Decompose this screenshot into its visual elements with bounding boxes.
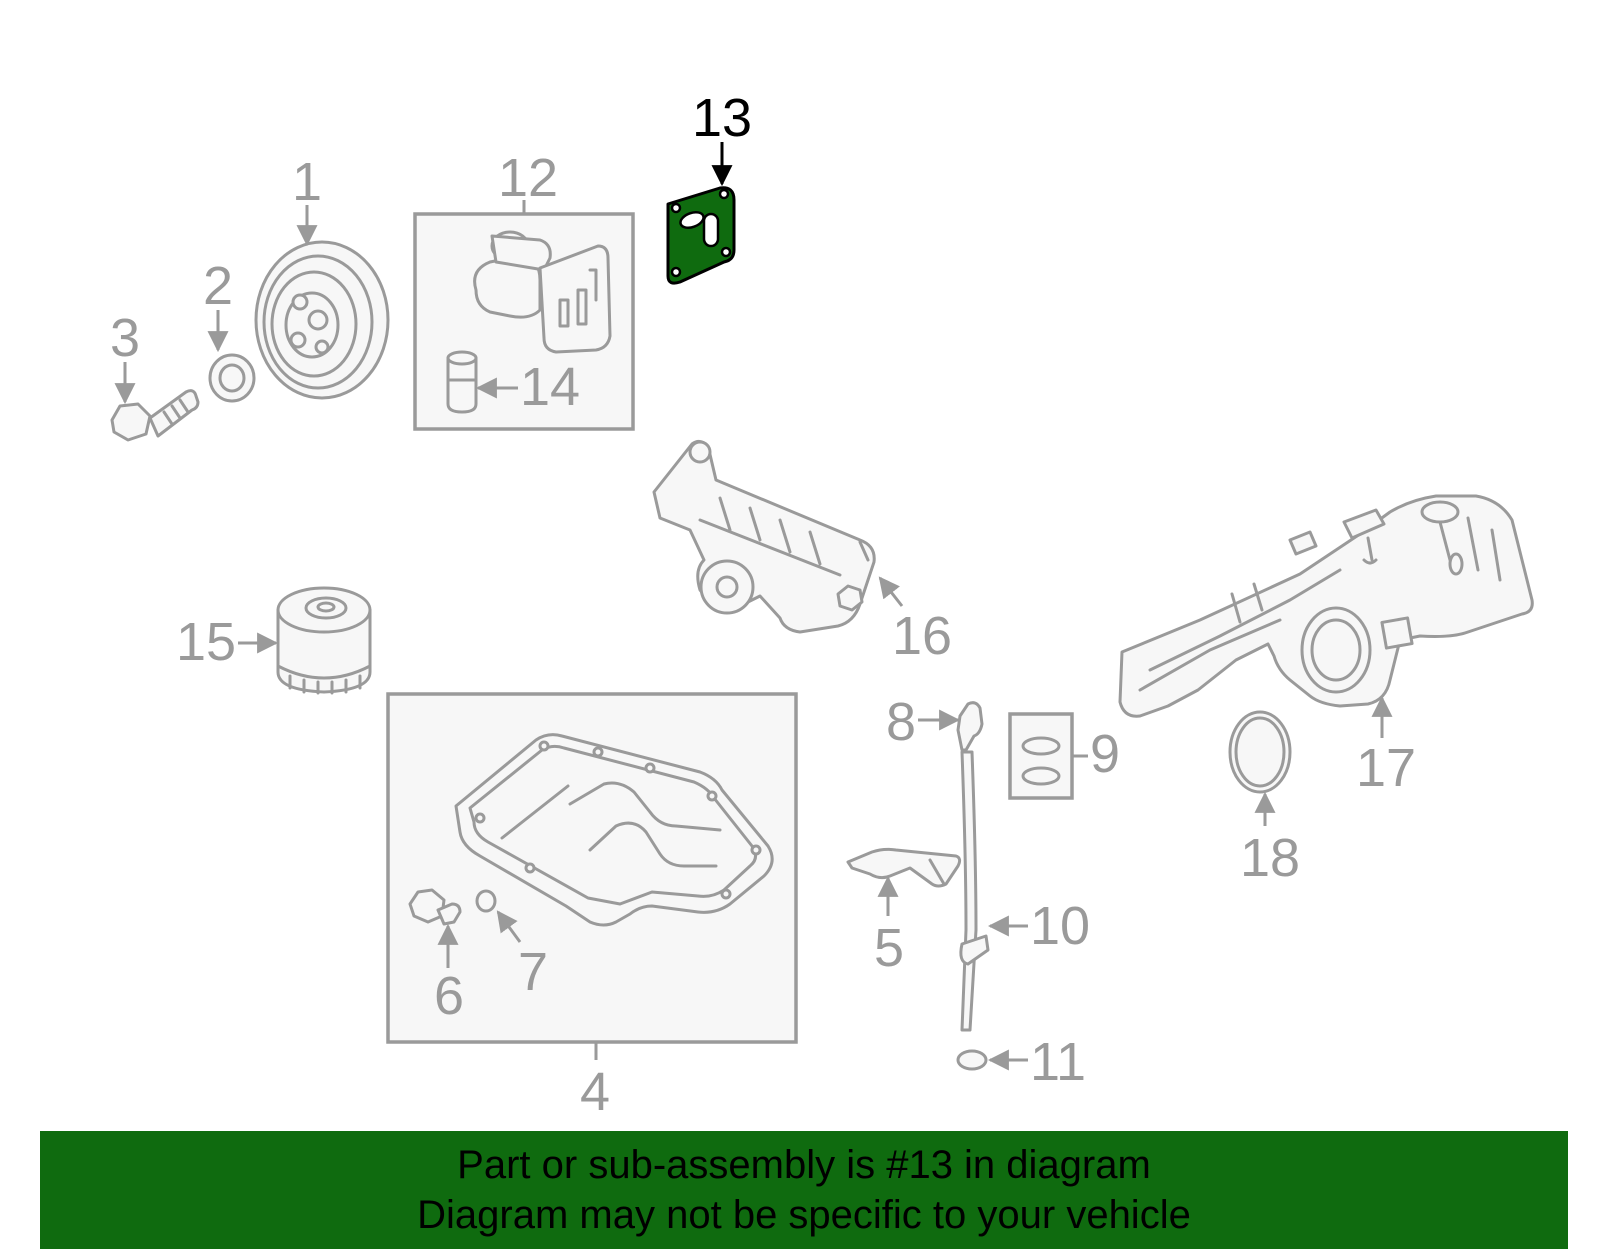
callout-5: 5 <box>874 875 904 978</box>
dipstick-o-ring[interactable] <box>956 1049 988 1071</box>
callout-7-label: 7 <box>518 942 548 1002</box>
callout-14-label: 14 <box>520 357 580 417</box>
callout-1-label: 1 <box>292 152 322 212</box>
callout-2-label: 2 <box>203 256 233 316</box>
callout-8-label: 8 <box>886 692 916 752</box>
callout-4-label: 4 <box>580 1062 610 1122</box>
callout-9: 9 <box>1072 724 1120 784</box>
callout-13-label: 13 <box>692 88 752 148</box>
callout-13: 13 <box>692 88 752 187</box>
highlighted-gasket[interactable] <box>666 186 736 285</box>
washer[interactable] <box>208 353 256 403</box>
callout-1: 1 <box>292 152 322 247</box>
banner-line-part: Part or sub-assembly is #13 in diagram <box>457 1143 1151 1187</box>
info-banner: Part or sub-assembly is #13 in diagram D… <box>40 1131 1568 1249</box>
drain-plug[interactable] <box>408 888 462 926</box>
callout-10: 10 <box>987 896 1090 956</box>
callout-17: 17 <box>1356 695 1416 798</box>
callout-3: 3 <box>110 308 140 405</box>
callout-7: 7 <box>496 910 548 1002</box>
callout-10-label: 10 <box>1030 896 1090 956</box>
drain-plug-gasket[interactable] <box>475 889 497 913</box>
timing-chain-cover[interactable] <box>1118 494 1534 718</box>
balance-shaft-housing[interactable] <box>652 439 876 634</box>
callout-2: 2 <box>203 256 233 353</box>
callout-18-label: 18 <box>1240 828 1300 888</box>
callout-11: 11 <box>987 1032 1086 1092</box>
callout-14: 14 <box>475 357 580 417</box>
callout-17-label: 17 <box>1356 738 1416 798</box>
dowel-pin[interactable] <box>446 350 478 414</box>
pulley-bolt[interactable] <box>110 389 200 442</box>
callout-5-label: 5 <box>874 918 904 978</box>
dipstick-handle[interactable] <box>956 701 984 752</box>
callout-16: 16 <box>878 576 952 666</box>
crankshaft-pulley[interactable] <box>254 240 390 400</box>
callout-12-label: 12 <box>498 148 558 208</box>
callout-6: 6 <box>434 923 464 1026</box>
callout-15-label: 15 <box>176 612 236 672</box>
callout-6-label: 6 <box>434 966 464 1026</box>
callout-12: 12 <box>498 148 558 214</box>
callout-11-label: 11 <box>1030 1032 1086 1092</box>
oil-strainer[interactable] <box>846 847 962 888</box>
callout-16-label: 16 <box>892 606 952 666</box>
oil-filter[interactable] <box>276 586 372 695</box>
banner-line-disclaimer: Diagram may not be specific to your vehi… <box>417 1193 1191 1237</box>
callout-9-label: 9 <box>1090 724 1120 784</box>
callout-15: 15 <box>176 612 279 672</box>
oil-pan-box[interactable] <box>386 692 798 1044</box>
o-ring-kit-box[interactable] <box>1008 712 1074 800</box>
callout-8: 8 <box>886 692 961 752</box>
callout-3-label: 3 <box>110 308 140 368</box>
dipstick-tube[interactable] <box>959 750 990 1032</box>
callout-4: 4 <box>580 1042 610 1122</box>
front-crank-seal[interactable] <box>1228 710 1292 794</box>
callout-18: 18 <box>1240 791 1300 888</box>
